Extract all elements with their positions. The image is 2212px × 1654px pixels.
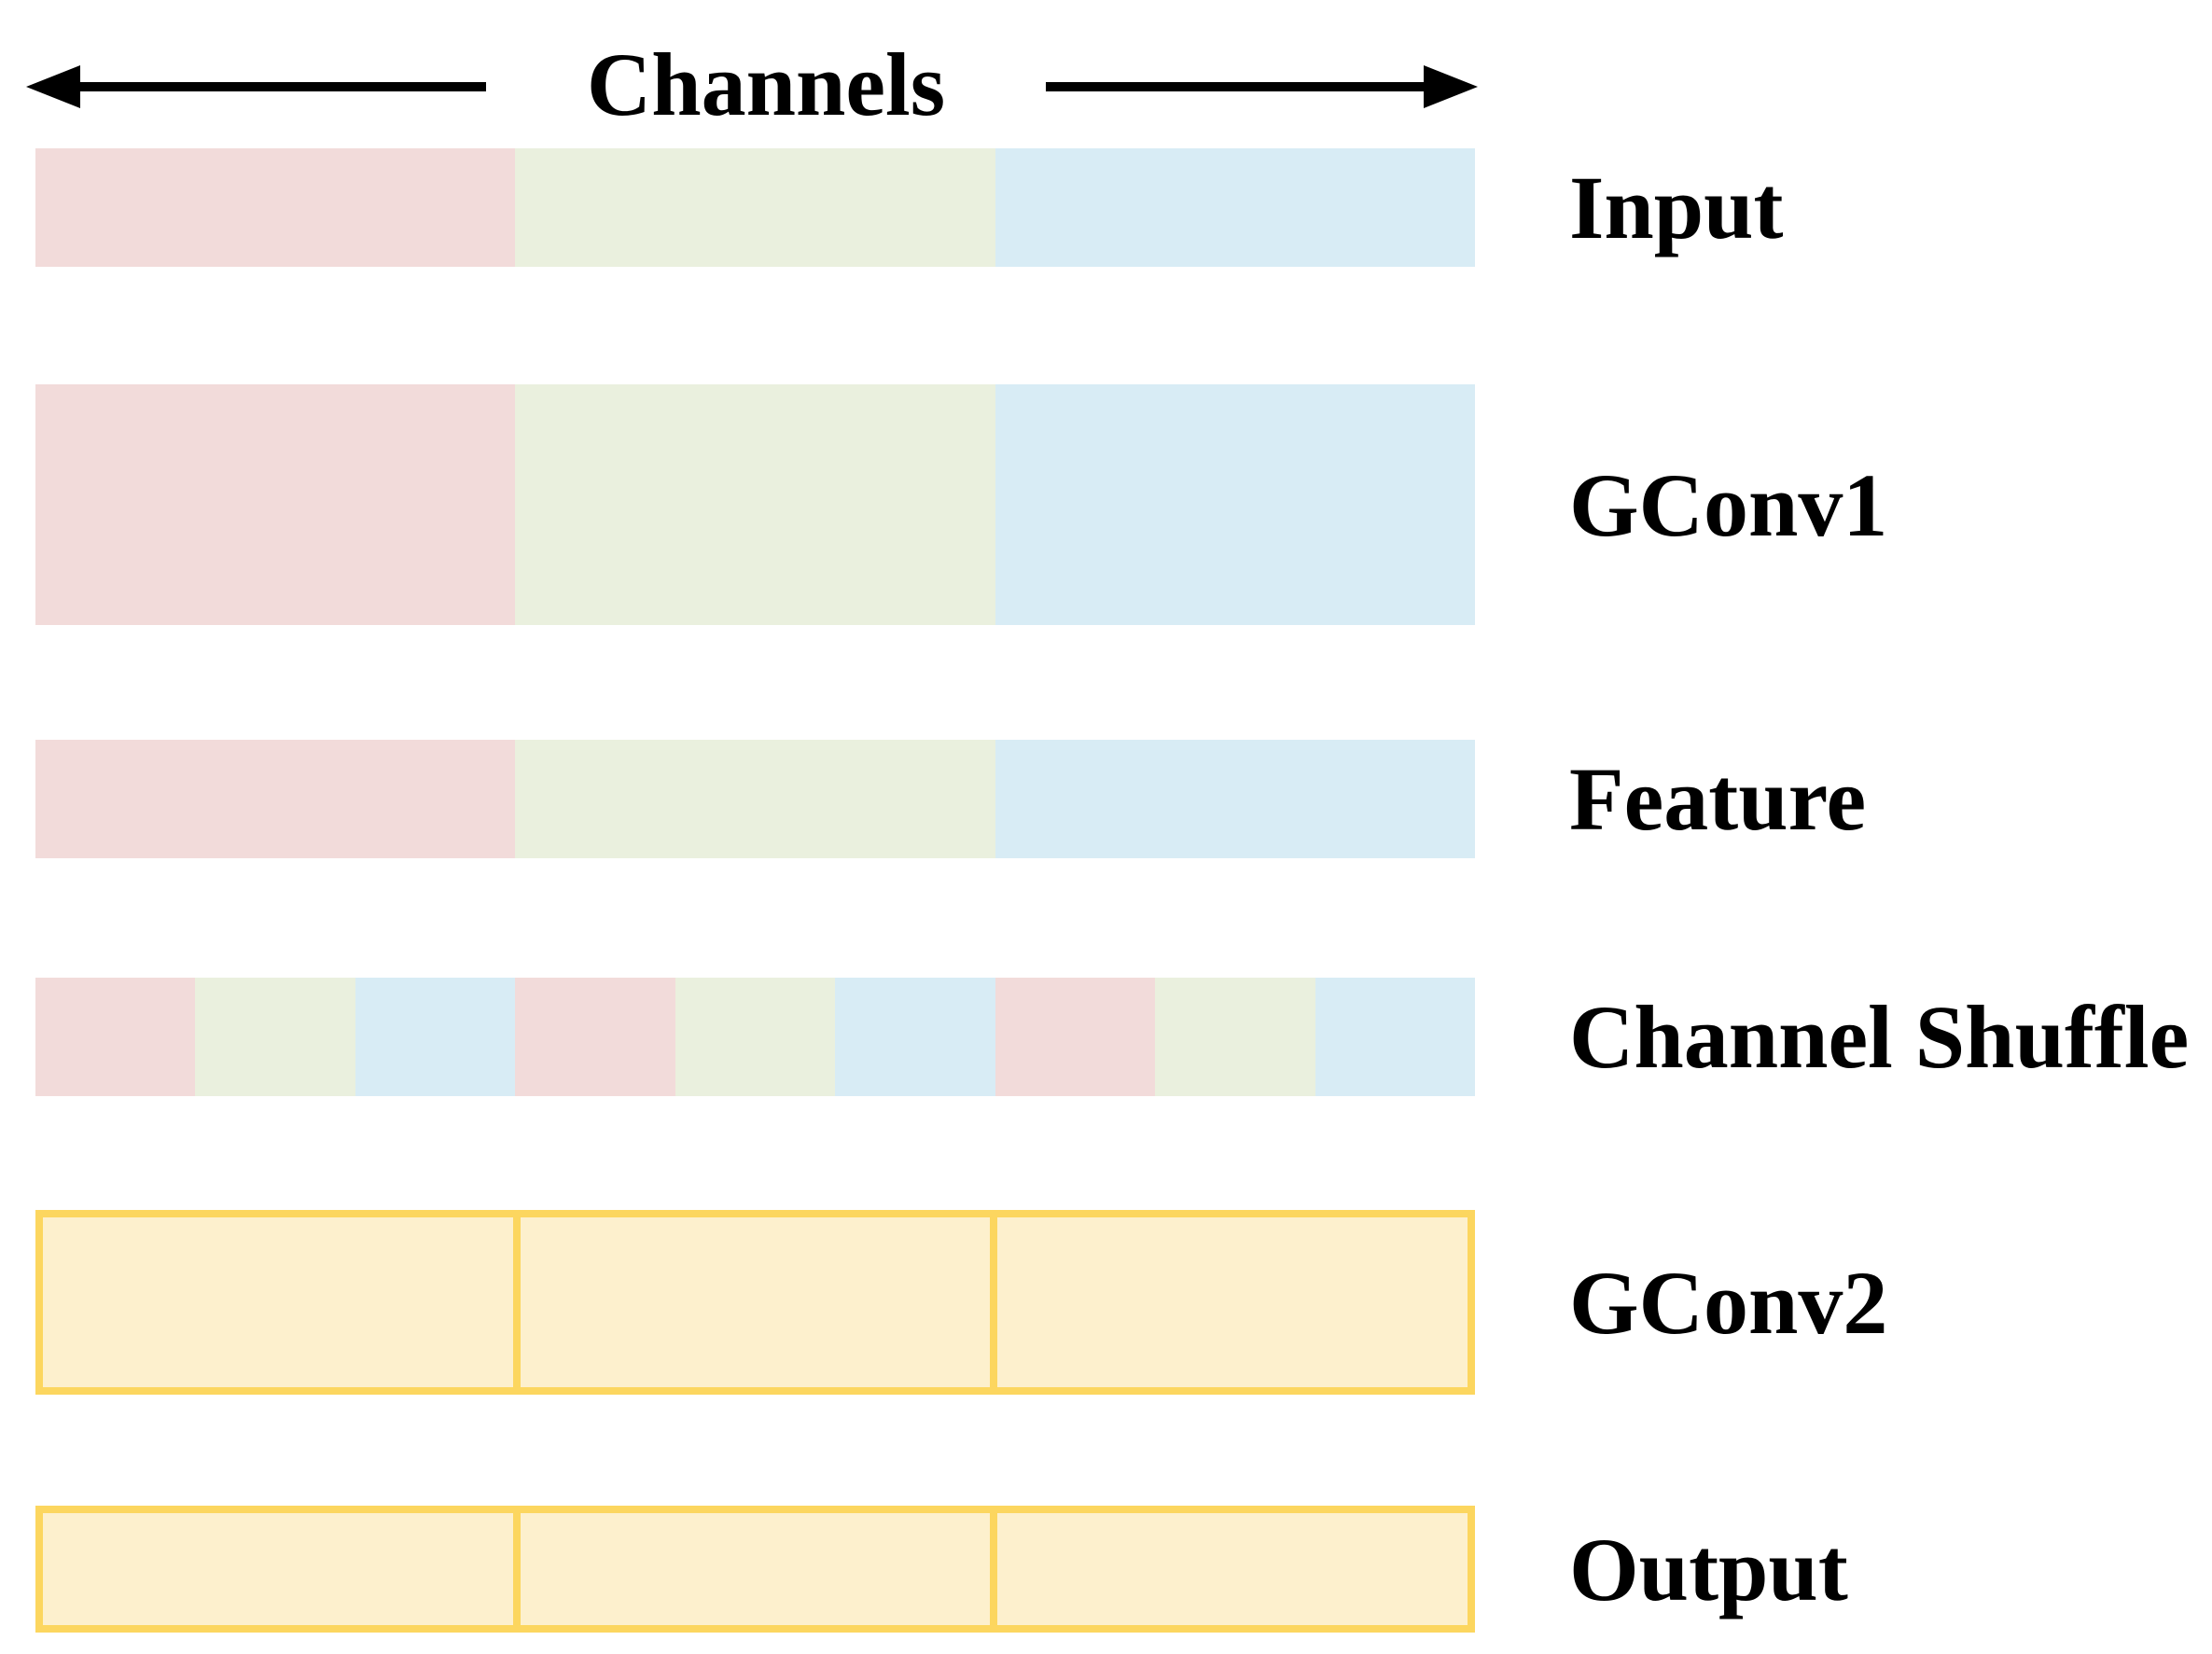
output-bar	[35, 1506, 1475, 1633]
segment-pink	[35, 740, 516, 858]
arrowhead-right-icon	[1424, 65, 1478, 108]
segment-yellow-fill	[997, 1513, 1468, 1625]
channel-shuffle-bar	[35, 978, 1475, 1096]
segment-green	[515, 384, 995, 625]
channel-shuffle-label: Channel Shuffle	[1569, 987, 2190, 1087]
segment-blue	[1315, 978, 1475, 1096]
gconv2-bar	[35, 1210, 1475, 1395]
gconv1-label: GConv1	[1569, 454, 1888, 555]
segment-yellow-fill	[43, 1513, 513, 1625]
output-label: Output	[1569, 1519, 1848, 1619]
segment-blue	[995, 384, 1475, 625]
segment-green	[195, 978, 355, 1096]
input-label: Input	[1569, 158, 1784, 257]
input-bar	[35, 148, 1475, 267]
segment-pink	[515, 978, 675, 1096]
segment-green	[1155, 978, 1315, 1096]
gconv2-label: GConv2	[1569, 1252, 1888, 1353]
segment-green	[515, 148, 995, 267]
segment-pink	[35, 384, 516, 625]
segment-blue	[995, 740, 1475, 858]
feature-bar	[35, 740, 1475, 858]
segment-pink	[35, 148, 516, 267]
arrowhead-left-icon	[26, 65, 80, 108]
segment-yellow-fill	[520, 1513, 991, 1625]
segment-green	[675, 978, 836, 1096]
segment-green	[515, 740, 995, 858]
row-output: Output	[0, 1506, 2212, 1633]
segment-yellow-fill	[997, 1217, 1468, 1387]
row-gconv1: GConv1	[0, 384, 2212, 625]
row-feature: Feature	[0, 740, 2212, 858]
gconv1-bar	[35, 384, 1475, 625]
segment-blue	[355, 978, 516, 1096]
row-gconv2: GConv2	[0, 1210, 2212, 1395]
channels-axis-label: Channels	[486, 32, 1046, 136]
feature-label: Feature	[1569, 749, 1867, 849]
row-input: Input	[0, 148, 2212, 267]
segment-blue	[835, 978, 995, 1096]
segment-pink	[995, 978, 1156, 1096]
segment-yellow-fill	[520, 1217, 991, 1387]
row-channel-shuffle: Channel Shuffle	[0, 978, 2212, 1096]
segment-yellow-fill	[43, 1217, 513, 1387]
segment-blue	[995, 148, 1475, 267]
segment-pink	[35, 978, 196, 1096]
